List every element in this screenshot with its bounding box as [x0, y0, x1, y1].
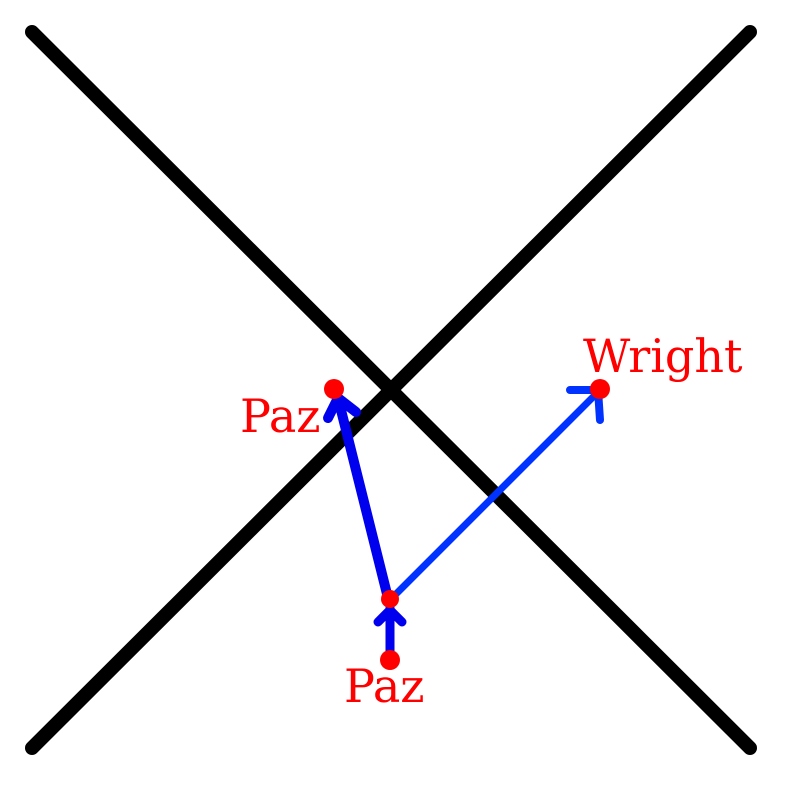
- arrow-shaft: [333, 393, 393, 603]
- arrow-shaft: [388, 388, 602, 602]
- diagonal-line-ascending: [25, 25, 757, 755]
- right-point-label: Wright: [583, 329, 743, 383]
- bottom-point: [380, 650, 400, 670]
- left-point-label: Paz: [240, 389, 321, 443]
- middle-point: [381, 590, 399, 608]
- left-point: [324, 379, 344, 399]
- arrow-head: [373, 605, 407, 627]
- bottom-point-label: Paz: [344, 659, 425, 713]
- right-point: [590, 379, 610, 399]
